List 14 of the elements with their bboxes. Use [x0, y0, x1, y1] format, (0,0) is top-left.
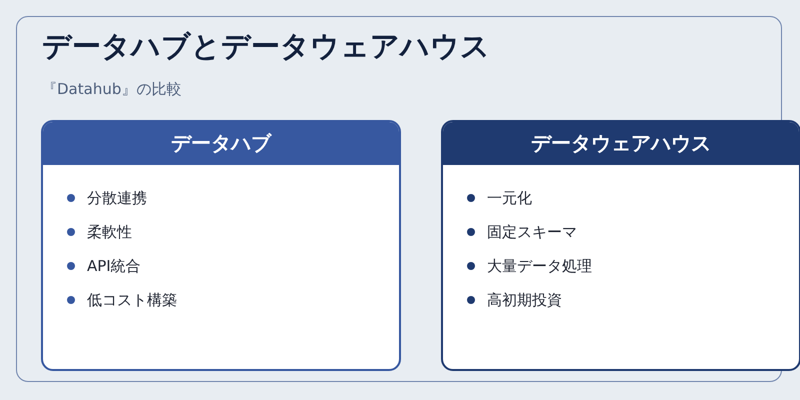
subtitle: 『Datahub』の比較: [42, 79, 182, 99]
list-item: 固定スキーマ: [487, 222, 577, 242]
list-item: 高初期投資: [487, 290, 562, 310]
card-header: データハブ: [43, 122, 399, 165]
list-item: 大量データ処理: [487, 256, 592, 276]
list-item: 一元化: [487, 188, 532, 208]
comparison-card: [441, 120, 800, 371]
comparison-card: [41, 120, 401, 371]
list-item: 分散連携: [87, 188, 147, 208]
card-header: データウェアハウス: [443, 122, 799, 165]
list-item: 低コスト構築: [87, 290, 177, 310]
list-item: API統合: [87, 256, 141, 276]
list-item: 柔軟性: [87, 222, 132, 242]
title: データハブとデータウェアハウス: [42, 28, 490, 64]
